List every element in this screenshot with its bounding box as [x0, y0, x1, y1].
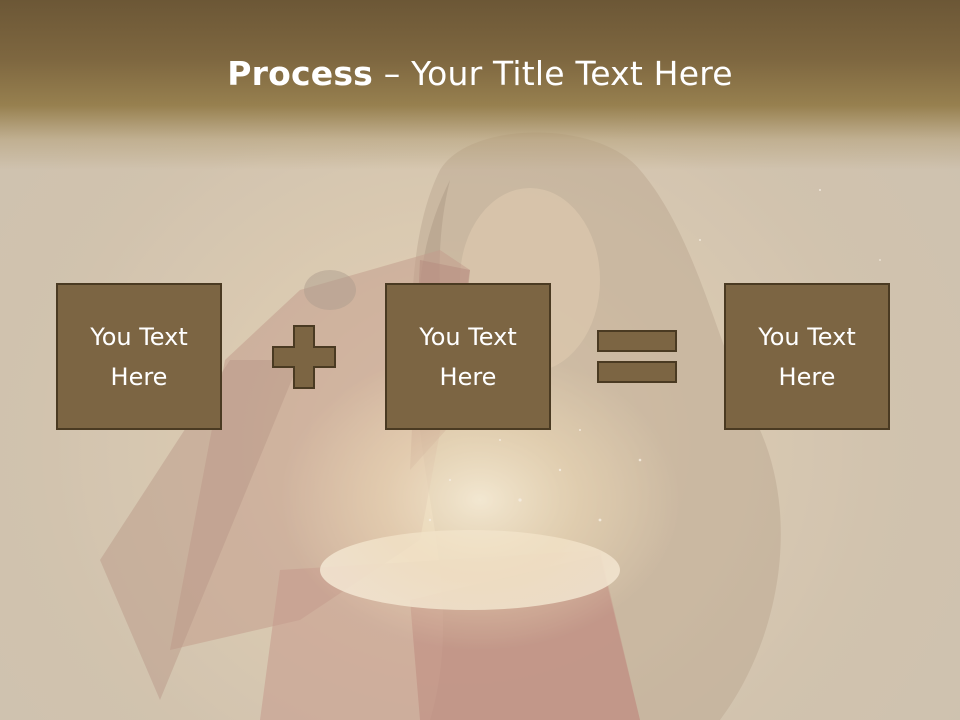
title-bold-part: Process — [227, 54, 374, 93]
slide-title: Process – Your Title Text Here — [0, 52, 960, 96]
process-box-1-text: You Text Here — [90, 322, 188, 391]
process-box-3[interactable]: You Text Here — [724, 283, 890, 430]
equals-icon — [597, 330, 677, 383]
process-box-2-text: You Text Here — [419, 322, 517, 391]
plus-icon — [272, 325, 336, 389]
title-rest-part: – Your Title Text Here — [373, 54, 733, 93]
title-band — [0, 0, 960, 170]
process-box-3-text: You Text Here — [758, 322, 856, 391]
process-box-1[interactable]: You Text Here — [56, 283, 222, 430]
process-box-2[interactable]: You Text Here — [385, 283, 551, 430]
